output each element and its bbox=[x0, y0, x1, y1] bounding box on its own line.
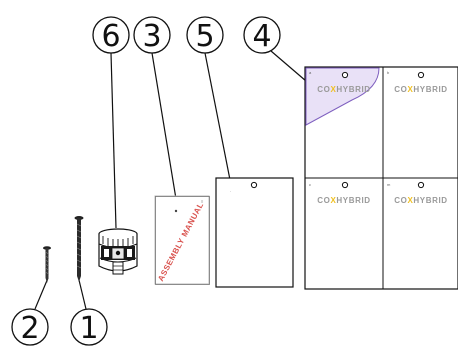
panel-b: b COXHYBRID bbox=[387, 70, 447, 94]
highlighted-corner bbox=[305, 67, 380, 126]
callout-1: 1 bbox=[70, 279, 108, 346]
callout-2-number: 2 bbox=[20, 311, 39, 346]
callout-1-leader bbox=[78, 279, 87, 310]
panel-c-label: c bbox=[309, 182, 311, 187]
svg-text:≡: ≡ bbox=[201, 199, 204, 204]
panel-b-label: b bbox=[387, 70, 390, 75]
callout-2: 2 bbox=[11, 277, 49, 346]
adjustable-foot-icon bbox=[98, 228, 138, 275]
svg-text:·: · bbox=[230, 189, 231, 194]
panel-m: m COXHYBRID bbox=[387, 181, 447, 205]
callout-6: 6 bbox=[92, 16, 130, 229]
callout-5-number: 5 bbox=[195, 19, 214, 54]
callout-5-leader bbox=[204, 52, 233, 191]
callout-1-number: 1 bbox=[79, 311, 98, 346]
callout-6-leader bbox=[110, 52, 117, 229]
panel-b-logo: COXHYBRID bbox=[394, 85, 447, 94]
callout-2-leader bbox=[34, 277, 49, 310]
callout-3-number: 3 bbox=[142, 19, 161, 54]
panel-m-label: m bbox=[387, 182, 391, 187]
panel-a-label: a bbox=[309, 70, 312, 75]
short-screw-icon bbox=[43, 246, 51, 283]
panel-m-logo: COXHYBRID bbox=[394, 196, 447, 205]
assembly-manual: ≡ ASSEMBLY MANUAL bbox=[154, 195, 210, 285]
callout-3: 3 bbox=[133, 16, 178, 206]
callout-3-leader bbox=[151, 52, 178, 206]
panel-a: a COXHYBRID bbox=[309, 70, 370, 94]
callout-4: 4 bbox=[243, 16, 321, 94]
callout-5: 5 bbox=[186, 16, 233, 191]
panel-c: c COXHYBRID bbox=[309, 181, 370, 205]
panel-c-logo: COXHYBRID bbox=[317, 196, 370, 205]
panel-a-logo: COXHYBRID bbox=[317, 85, 370, 94]
long-screw-icon bbox=[74, 216, 84, 282]
single-panel: · bbox=[215, 177, 294, 288]
callout-4-number: 4 bbox=[252, 19, 271, 54]
panel-grid: a COXHYBRID b COXHYBRID c COXHYBRID m CO… bbox=[304, 66, 458, 290]
callout-6-number: 6 bbox=[101, 19, 120, 54]
